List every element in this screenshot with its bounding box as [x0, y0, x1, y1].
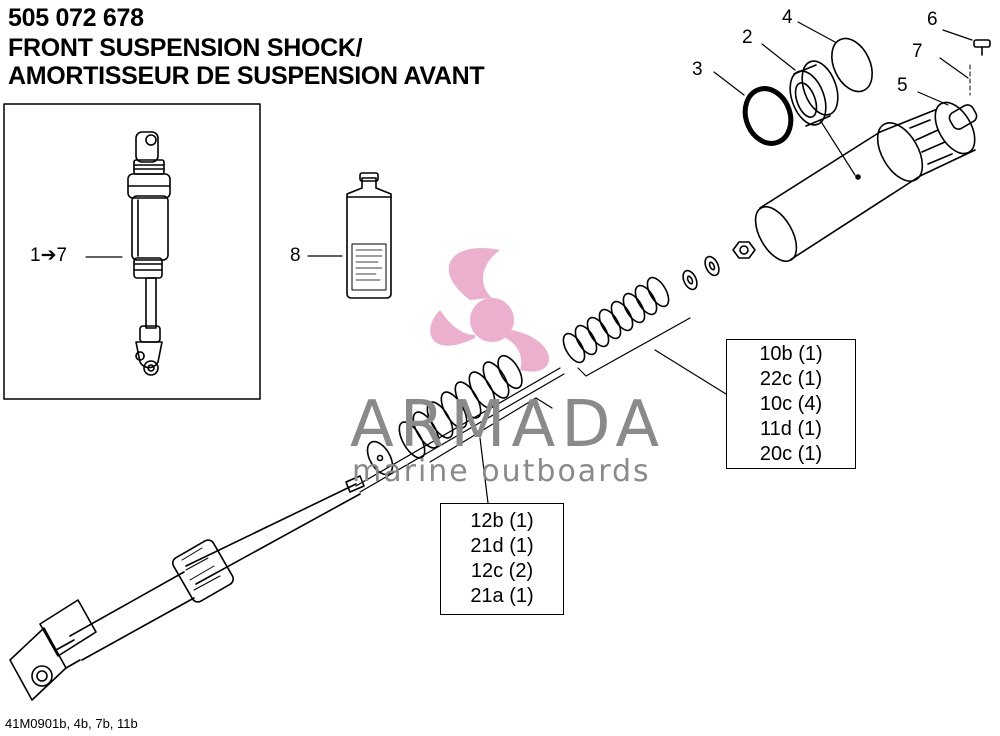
ref-line: 10b (1) [759, 342, 823, 365]
shaft-assembly-image [9, 367, 565, 701]
callout-8: 8 [290, 245, 301, 266]
watermark-tagline: marine outboards [352, 454, 651, 489]
figure-reference: 41M0901b, 4b, 7b, 11b [5, 716, 138, 731]
watermark-brand: ARMADA [350, 388, 666, 462]
ref-line: 20c (1) [759, 442, 823, 465]
o-ring-image [742, 86, 794, 146]
callout-5: 5 [897, 75, 908, 96]
title-french: AMORTISSEUR DE SUSPENSION AVANT [8, 62, 485, 90]
ref-line: 12b (1) [470, 510, 534, 532]
ref-line: 11d (1) [760, 417, 822, 440]
nut-and-washers-image [682, 241, 756, 291]
title-english: FRONT SUSPENSION SHOCK/ [8, 34, 363, 62]
screw-image [973, 39, 991, 56]
ref-line: 22c (1) [759, 367, 823, 390]
lower-spring-stack-image [398, 354, 523, 459]
watermark-logo [430, 248, 550, 372]
callout-7: 7 [912, 41, 923, 62]
assembled-shock-image [127, 131, 171, 376]
reference-box-right: 10b (1) 22c (1) 10c (4) 11d (1) 20c (1) [726, 339, 856, 469]
disc-image [831, 37, 873, 93]
callout-6: 6 [927, 9, 938, 30]
part-number: 505 072 678 [8, 4, 144, 32]
oil-bottle-image [346, 172, 392, 299]
shock-body-image [754, 101, 978, 262]
upper-spring-stack-image [562, 276, 670, 364]
callout-2: 2 [742, 27, 753, 48]
ref-line: 21a (1) [470, 585, 534, 607]
cap-image [789, 60, 839, 127]
callout-assembly: 1➔7 [30, 245, 68, 266]
callout-3: 3 [692, 59, 703, 80]
ref-line: 10c (4) [759, 392, 823, 415]
ref-line: 21d (1) [470, 535, 534, 557]
callout-4: 4 [782, 7, 793, 28]
assembly-inset-frame [3, 103, 261, 400]
reference-box-bottom: 12b (1) 21d (1) 12c (2) 21a (1) [440, 503, 564, 615]
ref-line: 12c (2) [470, 560, 534, 582]
